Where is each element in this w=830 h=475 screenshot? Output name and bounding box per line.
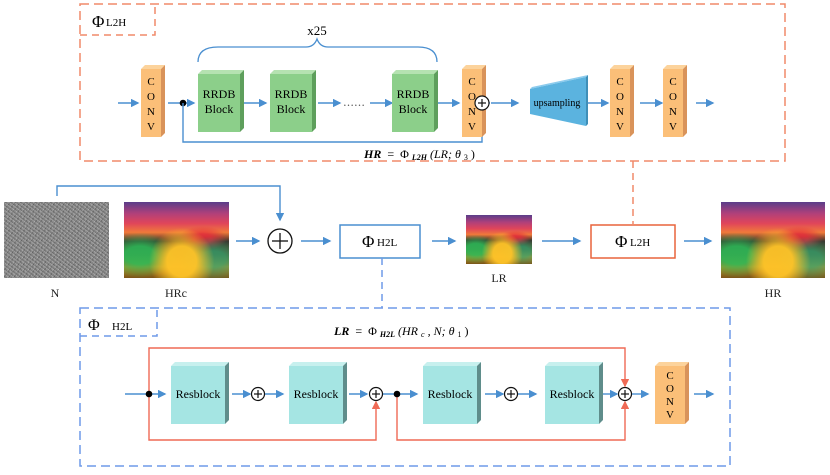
h2l-box [339,224,421,259]
rrdb-2-line2: Block [277,102,306,116]
sum-node-h2l-2 [368,386,384,402]
resblock-1 [171,362,229,424]
conv-block-4 [663,65,687,137]
rrdb-block-2 [270,70,316,132]
h2l-equation: LR = Φ H2L (HR c , N; θ 1 ) [333,324,468,340]
conv-block-1 [141,65,165,137]
rrdb-block-1 [198,70,244,132]
rrdb-1-line2: Block [205,102,234,116]
noise-branch-arrow [56,185,285,222]
svg-text:N: N [468,106,476,118]
l2h-box [590,224,676,259]
repeat-label: x25 [307,23,327,38]
conv-block-h2l [655,362,689,424]
noise-image [4,202,109,278]
hrc-image [124,202,229,278]
rrdb-3-line2: Block [399,102,428,116]
svg-text:V: V [616,121,624,133]
resblock-2-label: Resblock [294,387,339,401]
repeat-brace [197,37,438,63]
svg-text:C: C [147,76,154,88]
sum-node-l2h [474,95,490,111]
hr-image [721,202,825,278]
svg-text:O: O [666,383,674,395]
resblock-4-label: Resblock [550,387,595,401]
noise-label: N [50,286,60,300]
svg-text:O: O [669,91,677,103]
resblock-3 [423,362,481,424]
h2l-skip-node-2 [393,390,401,398]
svg-text:O: O [147,91,155,103]
l2h-tag-symbol: Φ [92,12,104,31]
svg-text:C: C [468,76,475,88]
svg-text:C: C [669,76,676,88]
hrc-label: HRc [165,286,187,300]
conv-block-3 [610,65,634,137]
svg-text:O: O [616,91,624,103]
lr-label: LR [491,271,507,285]
l2h-box-symbol: Φ [615,232,627,251]
h2l-skip-node-1 [145,390,153,398]
rrdb-1-line1: RRDB [203,87,236,101]
main-sum-node [267,228,293,254]
l2h-tag-sub: L2H [106,17,126,29]
inner-skip-path-2 [396,394,630,441]
lr-image [466,215,532,264]
svg-text:N: N [669,106,677,118]
sum-node-h2l-3 [503,386,519,402]
resblock-4 [545,362,603,424]
resblock-1-label: Resblock [176,387,221,401]
sum-node-h2l-1 [250,386,266,402]
sum-node-h2l-4 [617,386,633,402]
rrdb-block-3 [392,70,438,132]
upsampling-label: upsampling [534,98,581,109]
svg-text:V: V [468,121,476,133]
svg-text:N: N [666,396,674,408]
svg-text:N: N [616,106,624,118]
l2h-module-frame [79,3,786,162]
resblock-3-label: Resblock [428,387,473,401]
svg-text:N: N [147,106,155,118]
svg-text:C: C [666,370,673,382]
h2l-box-symbol: Φ [362,232,374,251]
resblock-2 [289,362,347,424]
svg-text:V: V [666,409,674,421]
h2l-tag-symbol: Φ [88,317,100,334]
svg-text:V: V [669,121,677,133]
l2h-equation: HR = Φ L2H (LR; θ 3 ) [363,147,475,163]
svg-text:C: C [616,76,623,88]
outer-skip-path [148,347,630,394]
conv-letters-bottom: C O N V [666,370,674,421]
svg-text:O: O [468,91,476,103]
rrdb-2-line1: RRDB [275,87,308,101]
h2l-box-sub: H2L [377,237,397,249]
hr-label: HR [764,286,782,300]
svg-text:V: V [147,121,155,133]
h2l-tag-sub: H2L [112,321,132,333]
upsampling-block [530,75,588,126]
rrdb-3-line1: RRDB [397,87,430,101]
conv-block-2 [462,65,486,137]
inner-skip-path-1 [148,394,381,441]
l2h-box-sub: L2H [630,237,650,249]
ellipsis: …… [343,96,365,109]
h2l-module-frame [79,307,731,467]
